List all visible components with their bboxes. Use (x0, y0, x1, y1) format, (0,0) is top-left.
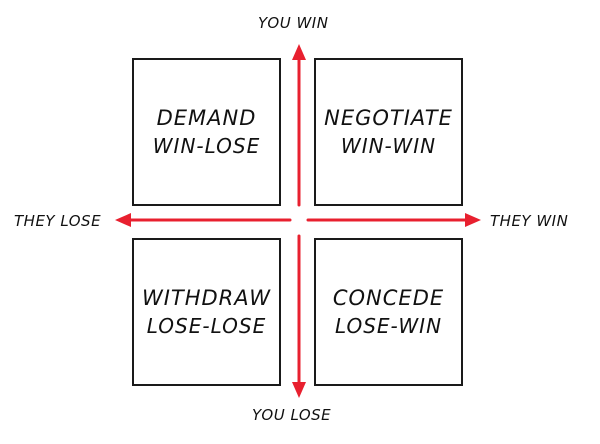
arrow-down-head (292, 382, 306, 398)
quadrant-title: NEGOTIATE (324, 106, 453, 130)
quadrant-title: DEMAND (156, 106, 257, 130)
quadrant-negotiate: NEGOTIATE WIN-WIN (314, 58, 463, 206)
quadrant-withdraw: WITHDRAW LOSE-LOSE (132, 238, 281, 386)
quadrant-title: WITHDRAW (141, 286, 272, 310)
quadrant-subtitle: WIN-WIN (340, 134, 437, 158)
quadrant-subtitle: LOSE-LOSE (146, 314, 267, 338)
quadrant-title: CONCEDE (332, 286, 445, 310)
quadrant-subtitle: LOSE-WIN (334, 314, 443, 338)
axis-label-right: THEY WIN (490, 212, 569, 230)
axis-label-left: THEY LOSE (14, 212, 102, 230)
axis-label-bottom: YOU LOSE (252, 406, 332, 424)
quadrant-demand: DEMAND WIN-LOSE (132, 58, 281, 206)
arrow-up-head (292, 44, 306, 60)
quadrant-concede: CONCEDE LOSE-WIN (314, 238, 463, 386)
axis-label-top: YOU WIN (258, 14, 329, 32)
arrow-right-head (465, 213, 481, 227)
arrow-left-head (115, 213, 131, 227)
quadrant-subtitle: WIN-LOSE (152, 134, 261, 158)
